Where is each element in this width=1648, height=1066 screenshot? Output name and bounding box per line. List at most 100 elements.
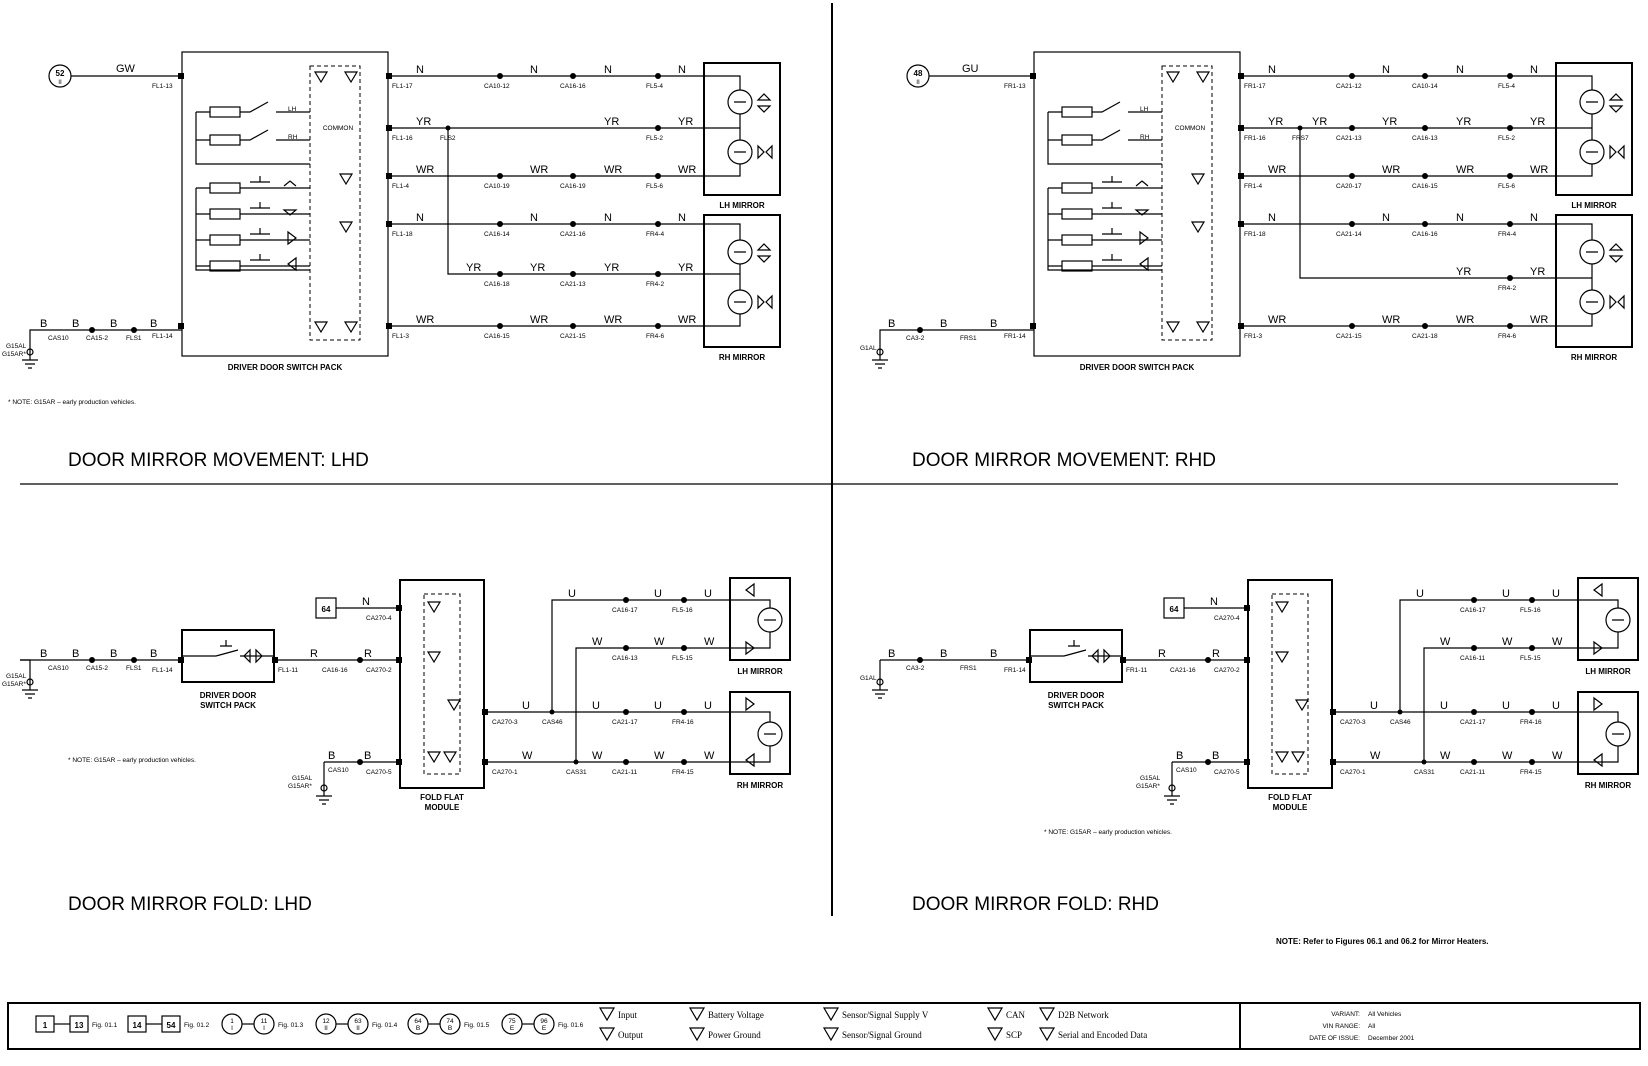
legend-scp: SCP xyxy=(1006,1030,1022,1040)
q2-resistor xyxy=(1061,106,1093,118)
q2-lbl: WR xyxy=(1382,314,1400,326)
q2-lbl: YR xyxy=(1530,266,1545,278)
q2-common: COMMON xyxy=(1175,125,1206,132)
q4-switch-label: DRIVER DOOR xyxy=(1048,691,1105,700)
q4-lbl: R xyxy=(1212,648,1220,660)
q4-code: CA21-16 xyxy=(1170,667,1196,674)
legend-fig4: Fig. 01.4 xyxy=(372,1022,398,1029)
q3-lbl: B xyxy=(72,648,79,660)
q4-module-box xyxy=(1247,579,1333,789)
q2-code: CA16-16 xyxy=(1412,231,1438,238)
legend-fig6: Fig. 01.6 xyxy=(558,1022,584,1029)
q3-code: FL5-15 xyxy=(672,655,693,662)
q3-code: FR4-16 xyxy=(672,719,694,726)
q1-lbl: WR xyxy=(530,164,548,176)
legend-c1s: I xyxy=(231,1025,233,1032)
q2-lbl: YR xyxy=(1268,116,1283,128)
info-vin-value: All xyxy=(1368,1023,1376,1030)
q3-code: CA270-1 xyxy=(492,769,518,776)
q4-code: CA270-4 xyxy=(1214,615,1240,622)
q4-lbl: B xyxy=(888,648,895,660)
q1-lbl: B xyxy=(150,318,157,330)
q4-lbl: U xyxy=(1416,588,1424,600)
legend-b54: 54 xyxy=(167,1021,176,1030)
info-variant-key: VARIANT: xyxy=(1331,1011,1360,1018)
q3-ground-point xyxy=(26,678,34,686)
q3-lbl: U xyxy=(704,700,712,712)
q4-lbl: W xyxy=(1440,750,1451,762)
q3-code: FL1-11 xyxy=(278,667,298,674)
q3-code: CA270-5 xyxy=(366,769,392,776)
q3-title: DOOR MIRROR FOLD: LHD xyxy=(68,894,312,915)
q3-lbl: W xyxy=(704,636,715,648)
legend-ssv: Sensor/Signal Supply V xyxy=(842,1010,929,1020)
q4-rh-mirror-box xyxy=(1577,691,1639,775)
q3-module-dashed xyxy=(423,593,461,775)
q4-code: CA16-17 xyxy=(1460,607,1486,614)
legend-serial: Serial and Encoded Data xyxy=(1058,1030,1147,1040)
q1-lbl: B xyxy=(40,318,47,330)
q2-resistor xyxy=(1061,234,1093,246)
q2-code: FL5-6 xyxy=(1498,183,1515,190)
q4-mirror-wiring xyxy=(1534,599,1619,763)
q3-lbl: U xyxy=(654,588,662,600)
q3-splice xyxy=(573,759,579,765)
q3-module-label: MODULE xyxy=(425,803,460,812)
q2-code: CA3-2 xyxy=(906,335,925,342)
legend-c12s: II xyxy=(324,1025,328,1032)
q4-lbl: W xyxy=(1370,750,1381,762)
q2-rh: RH xyxy=(1140,134,1150,141)
q1-lr-switches xyxy=(195,101,310,165)
legend-fig5: Fig. 01.5 xyxy=(464,1022,490,1029)
q2-code: FR4-4 xyxy=(1498,231,1516,238)
legend-d2b-icons xyxy=(1038,1007,1056,1042)
q1-code: FR4-4 xyxy=(646,231,664,238)
q4-code: CAS46 xyxy=(1390,719,1411,726)
q1-code: FL5-2 xyxy=(646,135,663,142)
q3-connectors xyxy=(89,597,687,765)
info-date-value: December 2001 xyxy=(1368,1035,1415,1042)
q2-fuse-num: 48 xyxy=(914,69,923,78)
q3-code: CA16-17 xyxy=(612,607,638,614)
q3-lbl: W xyxy=(592,750,603,762)
legend-box xyxy=(69,1015,89,1033)
q2-code: CA21-14 xyxy=(1336,231,1362,238)
legend-c64: 64 xyxy=(414,1018,422,1025)
q2-lbl: YR xyxy=(1312,116,1327,128)
legend-network-icons xyxy=(986,1007,1004,1042)
q2-lh-mirror-box xyxy=(1555,62,1633,196)
q1-lbl: WR xyxy=(678,314,696,326)
q1-label-gw: GW xyxy=(116,63,136,75)
q2-motor-icon xyxy=(1579,139,1605,165)
q3-ground-point xyxy=(320,784,328,792)
q1-lbl: WR xyxy=(416,314,434,326)
q2-lbl: N xyxy=(1268,64,1276,76)
q2-code: FR4-6 xyxy=(1498,333,1516,340)
q1-title: DOOR MIRROR MOVEMENT: LHD xyxy=(68,450,369,471)
q3-ground-label: G15AR* xyxy=(288,783,312,790)
q3-code: FLS1 xyxy=(126,665,142,672)
q2-lbl: N xyxy=(1382,64,1390,76)
legend-c11s: I xyxy=(263,1025,265,1032)
q4-fold-rhd: 64 N DRIVER DOOR SWITCH PACK FOLD FLAT M… xyxy=(860,577,1639,915)
q3-fold-lhd: 64 N DRIVER DOOR SWITCH PACK FOLD FLAT M… xyxy=(2,577,791,915)
legend-output: Output xyxy=(618,1030,644,1040)
q1-code: CA16-14 xyxy=(484,231,510,238)
q2-lbl: WR xyxy=(1530,314,1548,326)
q1-lbl: WR xyxy=(416,164,434,176)
q3-lbl: U xyxy=(522,700,530,712)
q4-code: CA21-17 xyxy=(1460,719,1486,726)
q2-ground-label: G1AL xyxy=(860,345,877,352)
q2-lbl: B xyxy=(940,318,947,330)
q2-lh: LH xyxy=(1140,106,1149,113)
q4-code: FR1-11 xyxy=(1126,667,1148,674)
legend-c63: 63 xyxy=(354,1018,362,1025)
q3-lbl: W xyxy=(654,750,665,762)
q1-motor-icon xyxy=(727,89,753,115)
q3-code: CAS10 xyxy=(328,767,349,774)
q1-direction-icons xyxy=(734,93,773,310)
q1-lbl: N xyxy=(416,212,424,224)
q3-lbl: B xyxy=(110,648,117,660)
q1-connectors xyxy=(89,73,661,333)
q3-ground-b xyxy=(316,795,332,805)
